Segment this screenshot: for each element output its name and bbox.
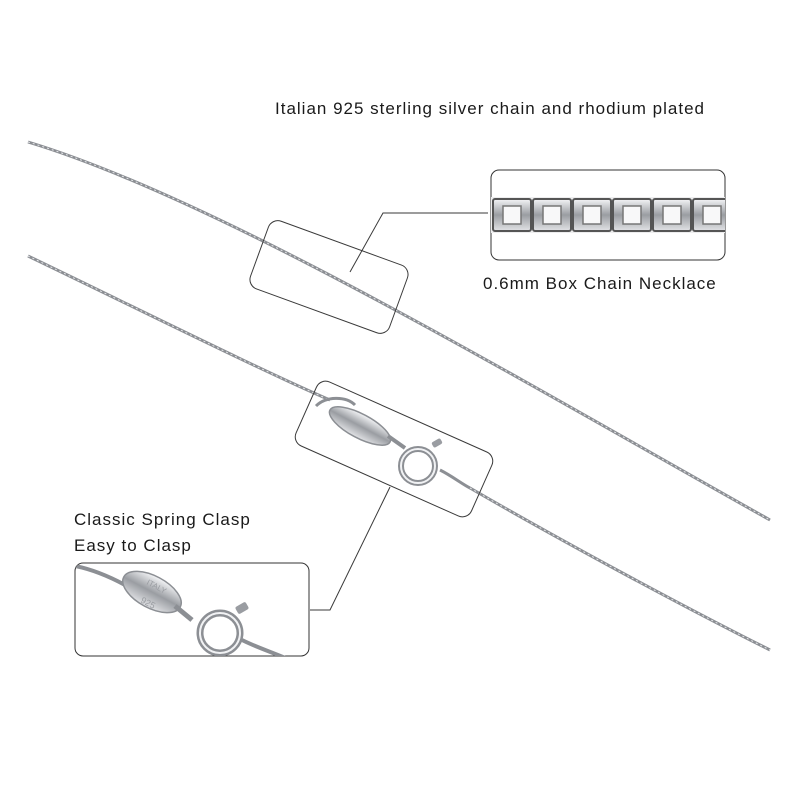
box-chain-label: 0.6mm Box Chain Necklace (483, 274, 717, 293)
box-chain-connector (349, 212, 488, 273)
box-chain-zoom-panel (490, 169, 726, 261)
clasp-label-line1: Classic Spring Clasp (74, 510, 251, 529)
lower-chain-strand (27, 254, 771, 652)
clasp-connector (310, 486, 391, 611)
box-chain-highlight (249, 220, 409, 334)
upper-chain-strand (27, 140, 771, 522)
clasp-tag (328, 406, 392, 446)
clasp-zoom-panel: ITALY 925 (74, 562, 310, 657)
box-link-row (492, 198, 725, 232)
spring-clasp (314, 396, 471, 490)
headline-text: Italian 925 sterling silver chain and rh… (275, 99, 706, 118)
clasp-label-line2: Easy to Clasp (74, 536, 192, 555)
clasp-highlight (294, 380, 494, 518)
